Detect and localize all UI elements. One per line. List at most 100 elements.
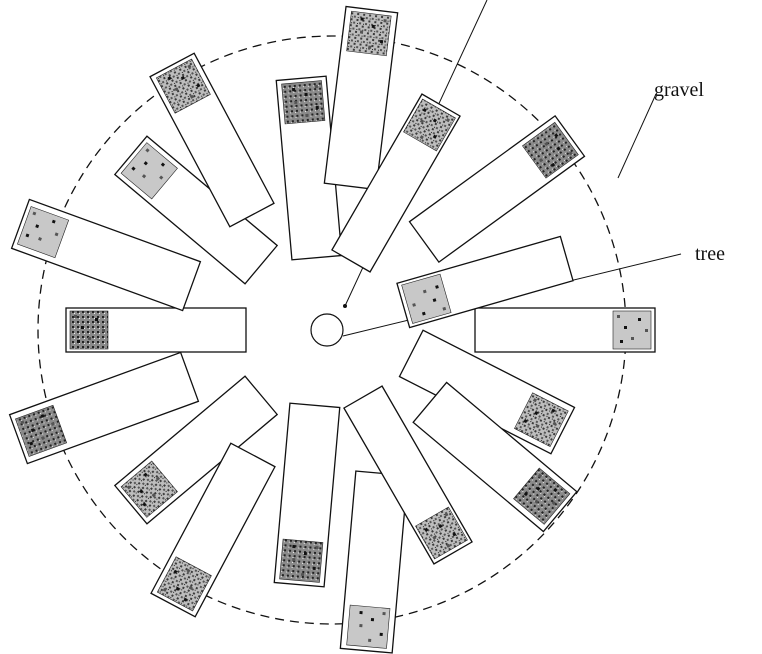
plant-speckle xyxy=(537,473,543,478)
plant-patch xyxy=(346,10,392,57)
plant-patch xyxy=(155,58,211,114)
plant-speckle xyxy=(538,158,544,163)
plant-speckle xyxy=(553,487,558,493)
plant-speckle xyxy=(303,551,308,556)
plant-patch xyxy=(522,121,579,179)
plant-speckle xyxy=(315,105,319,110)
plant-speckle xyxy=(432,118,437,123)
plant-speckle xyxy=(360,17,364,21)
plant-speckle xyxy=(95,318,98,321)
bench-17 xyxy=(396,235,574,329)
plant-speckle xyxy=(379,632,383,637)
plant-speckle xyxy=(143,472,148,477)
plant-speckle xyxy=(554,133,559,138)
plant-speckle xyxy=(180,75,185,80)
plant-speckle xyxy=(32,211,37,216)
bench-10 xyxy=(273,402,341,588)
plant-speckle xyxy=(368,45,372,49)
plant-speckle xyxy=(422,108,427,113)
plant-patch xyxy=(279,538,324,583)
plant-speckle xyxy=(102,329,105,332)
bench-4 xyxy=(8,351,200,465)
plant-speckle xyxy=(300,572,305,577)
plant-speckle xyxy=(552,421,557,426)
plant-speckle xyxy=(187,64,192,69)
plant-speckle xyxy=(142,502,147,507)
bench-12 xyxy=(339,470,409,654)
plant-speckle xyxy=(452,532,457,537)
plant-speckle xyxy=(141,174,147,179)
plant-speckle xyxy=(620,340,623,343)
plant-speckle xyxy=(88,337,91,340)
tree-label: tree xyxy=(695,243,725,265)
plant-patch xyxy=(415,506,468,560)
plant-speckle xyxy=(155,476,161,481)
plant-speckle xyxy=(445,117,450,123)
plant-speckle xyxy=(126,485,131,490)
plant-speckle xyxy=(532,398,538,403)
plant-speckle xyxy=(442,306,447,311)
plant-speckle xyxy=(143,161,148,166)
plant-speckle xyxy=(188,585,193,590)
plant-speckle xyxy=(645,329,648,332)
plant-speckle xyxy=(315,545,319,550)
plant-speckle xyxy=(81,326,84,329)
plant-patch xyxy=(281,80,326,125)
plant-speckle xyxy=(173,569,178,574)
plant-patch xyxy=(69,310,109,350)
plant-speckle xyxy=(421,311,426,316)
plant-speckle xyxy=(145,148,150,153)
plant-speckle xyxy=(50,422,55,426)
plant-speckle xyxy=(432,134,437,139)
plant-speckle xyxy=(359,30,364,34)
plant-speckle xyxy=(30,428,35,433)
bench-8 xyxy=(150,442,276,618)
plant-speckle xyxy=(379,39,384,44)
plant-speckle xyxy=(304,92,308,97)
plant-speckle xyxy=(77,340,80,343)
bench-18 xyxy=(412,381,578,533)
plant-speckle xyxy=(292,557,296,562)
bench-9 xyxy=(275,75,343,261)
plant-speckle xyxy=(638,318,641,321)
bench-5 xyxy=(113,135,279,285)
bench-14 xyxy=(343,385,473,565)
plant-speckle xyxy=(174,87,179,92)
plant-speckle xyxy=(160,162,166,167)
plant-speckle xyxy=(162,587,167,592)
bench-11 xyxy=(323,5,399,191)
plant-speckle xyxy=(175,586,180,591)
plant-patch xyxy=(513,467,571,525)
plant-speckle xyxy=(74,315,77,318)
plant-speckle xyxy=(382,611,386,616)
plant-speckle xyxy=(624,326,627,329)
plant-speckle xyxy=(544,141,549,146)
bench-group xyxy=(8,5,656,654)
plant-speckle xyxy=(550,162,556,168)
plant-speckle xyxy=(314,84,319,89)
plant-speckle xyxy=(523,419,528,424)
plant-speckle xyxy=(359,610,363,615)
plant-speckle xyxy=(294,100,298,105)
plant-speckle xyxy=(189,94,194,99)
plant-patch xyxy=(156,556,212,612)
gravel-label: gravel xyxy=(654,79,704,101)
plant-speckle xyxy=(444,512,449,517)
plant-speckle xyxy=(291,87,296,92)
bench-1 xyxy=(65,307,247,353)
plant-speckle xyxy=(523,491,529,497)
plant-patch xyxy=(403,98,456,152)
plant-speckle xyxy=(535,424,540,429)
plant-speckle xyxy=(419,135,424,140)
plant-patch xyxy=(346,604,391,649)
bench-3 xyxy=(10,198,202,312)
plant-speckle xyxy=(556,146,561,151)
plant-speckle xyxy=(617,315,620,318)
plant-speckle xyxy=(551,408,556,413)
plant-speckle xyxy=(435,285,439,289)
plant-speckle xyxy=(51,219,56,224)
plant-speckle xyxy=(534,499,539,504)
plant-speckle xyxy=(29,441,34,446)
plant-speckle xyxy=(186,568,191,573)
